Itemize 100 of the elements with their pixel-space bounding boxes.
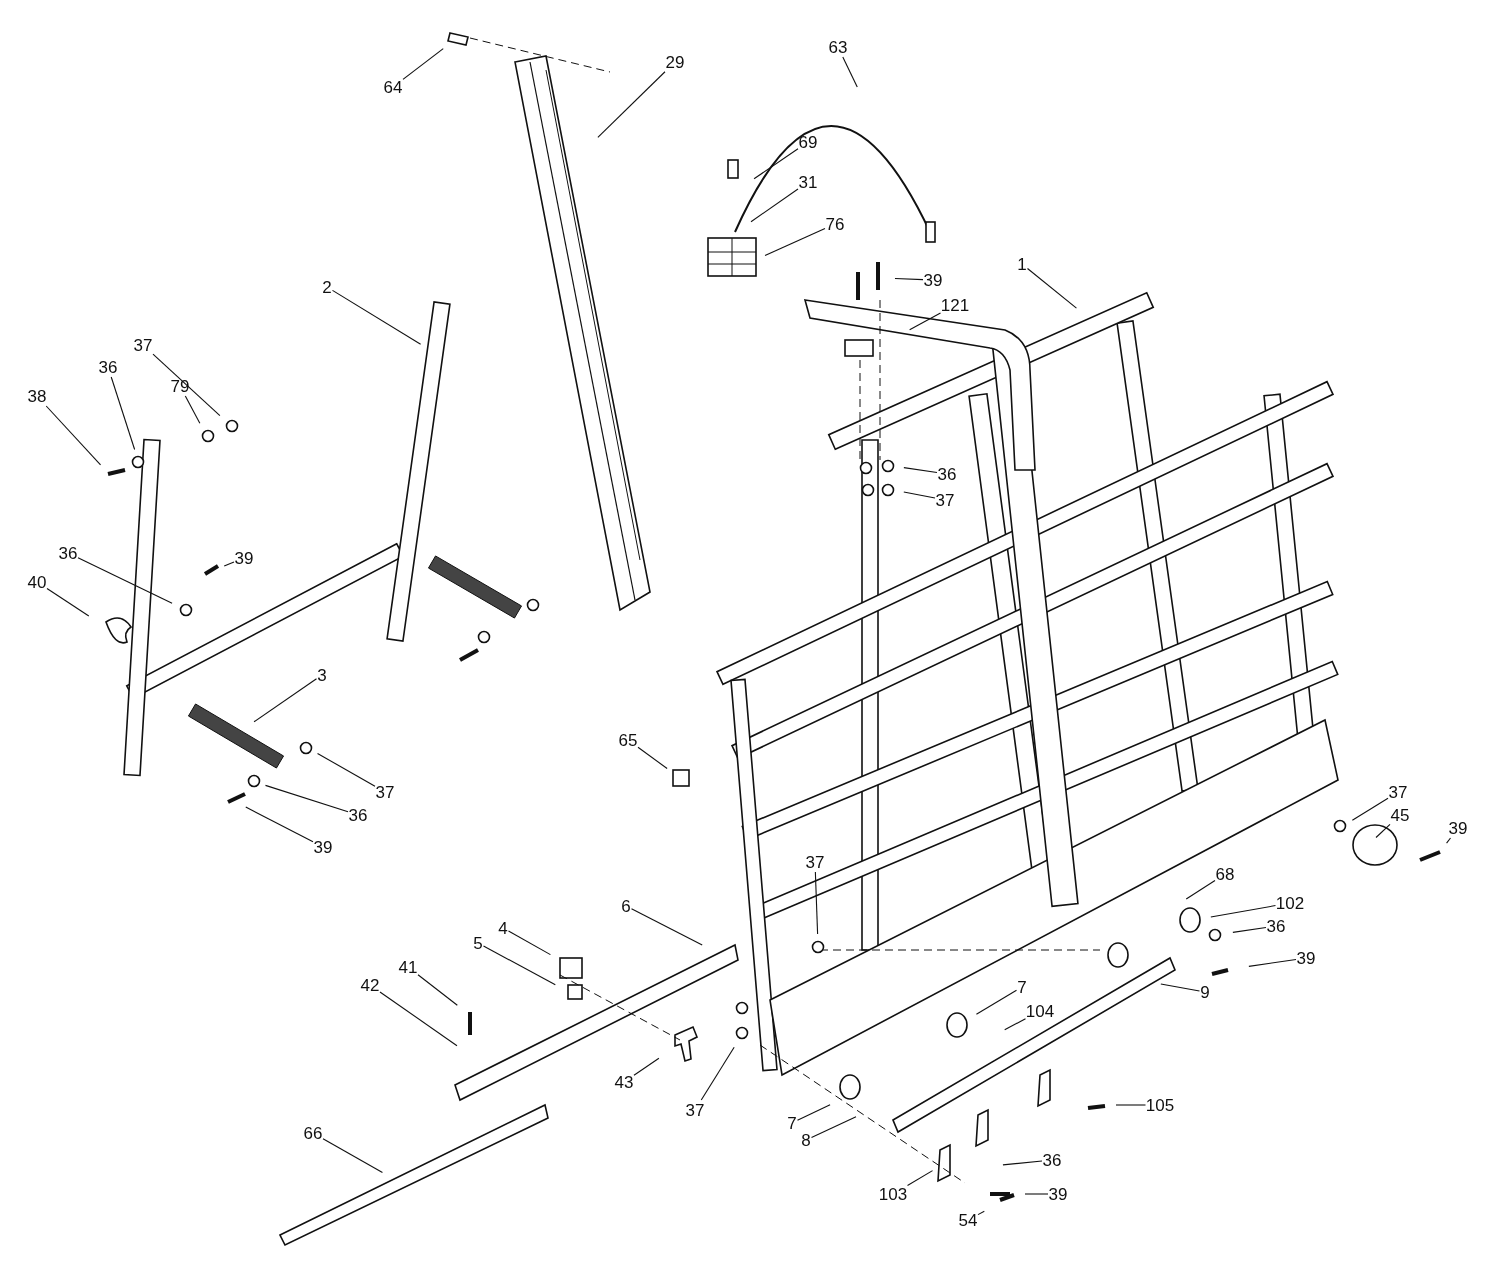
leader-line bbox=[597, 71, 666, 138]
leader-line bbox=[753, 148, 799, 180]
leader-line bbox=[1185, 879, 1216, 900]
leader-line bbox=[1024, 1193, 1049, 1195]
leader-line bbox=[264, 784, 349, 813]
callout-number: 121 bbox=[940, 296, 970, 314]
leader-line bbox=[245, 806, 314, 843]
leader-line bbox=[45, 405, 102, 466]
leader-line bbox=[331, 289, 422, 345]
callout-number: 39 bbox=[1296, 949, 1316, 967]
callout-number: 102 bbox=[1275, 894, 1305, 912]
leader-line bbox=[482, 945, 556, 986]
callout-number: 2 bbox=[322, 278, 332, 296]
leader-line bbox=[909, 312, 942, 331]
leader-line bbox=[764, 227, 826, 257]
callout-number: 40 bbox=[27, 573, 47, 591]
leader-line bbox=[110, 376, 136, 451]
callout-number: 6 bbox=[621, 897, 631, 915]
leader-line bbox=[322, 1138, 383, 1174]
callout-number: 36 bbox=[348, 806, 368, 824]
callout-number: 36 bbox=[1042, 1151, 1062, 1169]
callout-number: 37 bbox=[935, 491, 955, 509]
callout-number: 36 bbox=[937, 465, 957, 483]
leader-line bbox=[975, 989, 1018, 1015]
leader-line bbox=[379, 991, 458, 1047]
callout-number: 43 bbox=[614, 1073, 634, 1091]
callout-number: 41 bbox=[398, 958, 418, 976]
leader-line bbox=[1115, 1104, 1147, 1106]
callout-number: 79 bbox=[170, 377, 190, 395]
callout-number: 7 bbox=[787, 1114, 797, 1132]
callout-number: 3 bbox=[317, 666, 327, 684]
callout-number: 69 bbox=[798, 133, 818, 151]
callout-number: 1 bbox=[1017, 255, 1027, 273]
leader-line bbox=[810, 1116, 857, 1138]
callout-number: 39 bbox=[1048, 1185, 1068, 1203]
leader-line bbox=[1351, 797, 1389, 821]
leader-line bbox=[1210, 905, 1277, 918]
leader-line bbox=[1002, 1160, 1043, 1166]
leader-line bbox=[1026, 267, 1077, 309]
leader-line bbox=[906, 1170, 934, 1186]
callout-number: 54 bbox=[958, 1211, 978, 1229]
leader-line bbox=[903, 491, 936, 499]
callout-number: 37 bbox=[133, 336, 153, 354]
callout-number: 37 bbox=[375, 783, 395, 801]
callout-number: 37 bbox=[685, 1101, 705, 1119]
leader-line bbox=[77, 557, 173, 604]
callout-number: 42 bbox=[360, 976, 380, 994]
leader-line bbox=[842, 56, 858, 88]
leader-line bbox=[796, 1104, 831, 1121]
leader-line bbox=[152, 353, 221, 417]
callout-number: 5 bbox=[473, 934, 483, 952]
callout-number: 36 bbox=[1266, 917, 1286, 935]
callout-number: 8 bbox=[801, 1131, 811, 1149]
callout-number: 37 bbox=[805, 853, 825, 871]
leader-line bbox=[1248, 958, 1297, 967]
leader-line bbox=[814, 871, 819, 935]
callout-number: 31 bbox=[798, 173, 818, 191]
leader-line bbox=[1232, 926, 1267, 933]
leader-line bbox=[46, 588, 90, 617]
leader-line bbox=[402, 48, 444, 80]
leader-line bbox=[633, 1057, 660, 1076]
leader-line bbox=[894, 277, 924, 281]
callout-number: 4 bbox=[498, 919, 508, 937]
leader-line bbox=[637, 746, 668, 770]
callout-number: 64 bbox=[383, 78, 403, 96]
leader-line bbox=[700, 1046, 735, 1101]
leader-line bbox=[507, 930, 551, 956]
leader-line bbox=[417, 974, 458, 1006]
callout-number: 29 bbox=[665, 53, 685, 71]
callout-number: 39 bbox=[923, 271, 943, 289]
callout-number: 76 bbox=[825, 215, 845, 233]
callout-number: 103 bbox=[878, 1185, 908, 1203]
callout-number: 105 bbox=[1145, 1096, 1175, 1114]
callout-number: 45 bbox=[1390, 806, 1410, 824]
callout-number: 66 bbox=[303, 1124, 323, 1142]
leader-line bbox=[253, 678, 318, 723]
callout-number: 39 bbox=[313, 838, 333, 856]
leader-line bbox=[1004, 1018, 1027, 1031]
leader-line bbox=[184, 395, 201, 424]
leader-line bbox=[977, 1210, 985, 1216]
leader-line bbox=[903, 467, 938, 474]
callout-number: 7 bbox=[1017, 978, 1027, 996]
callout-number: 38 bbox=[27, 387, 47, 405]
callout-number: 65 bbox=[618, 731, 638, 749]
callout-number: 39 bbox=[1448, 819, 1468, 837]
leader-line bbox=[223, 561, 235, 567]
leader-line bbox=[750, 188, 799, 223]
callout-number: 104 bbox=[1025, 1002, 1055, 1020]
leader-line bbox=[1160, 983, 1201, 992]
leader-line bbox=[1375, 823, 1391, 839]
leader-line bbox=[317, 752, 376, 787]
callout-number: 36 bbox=[98, 358, 118, 376]
leader-line bbox=[1446, 837, 1452, 844]
callout-number: 9 bbox=[1200, 983, 1210, 1001]
callout-number: 36 bbox=[58, 544, 78, 562]
callout-number: 39 bbox=[234, 549, 254, 567]
callout-number: 37 bbox=[1388, 783, 1408, 801]
callout-number: 63 bbox=[828, 38, 848, 56]
leader-line bbox=[630, 908, 703, 946]
callout-number: 68 bbox=[1215, 865, 1235, 883]
